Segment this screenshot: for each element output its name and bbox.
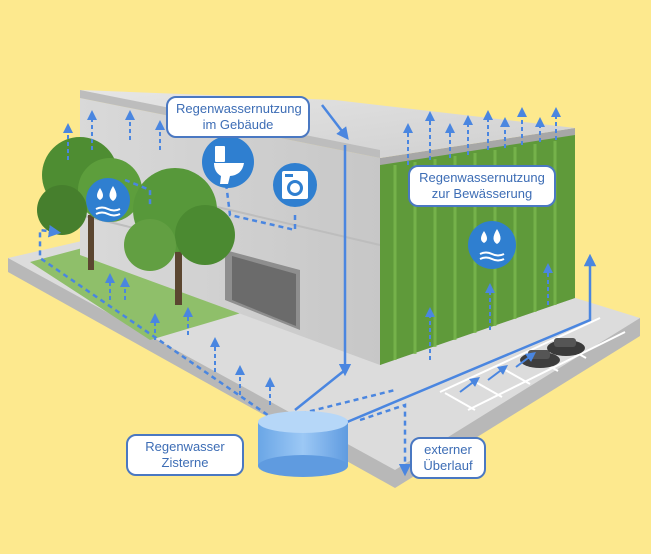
label-indoor-use: Regenwassernutzung im Gebäude [166, 96, 310, 138]
washing-machine-icon [273, 163, 317, 207]
label-irrigation-line2: zur Bewässerung [431, 186, 533, 201]
label-cistern-line1: Regenwasser [145, 439, 225, 454]
parking-infiltration-arrows [459, 352, 536, 393]
label-overflow-line2: Überlauf [423, 458, 473, 473]
cistern [258, 411, 348, 477]
car [547, 338, 585, 356]
label-irrigation-line1: Regenwassernutzung [419, 170, 545, 185]
evaporation-arrows [63, 107, 561, 405]
label-irrigation: Regenwassernutzung zur Bewässerung [408, 165, 556, 207]
toilet-icon [202, 136, 254, 188]
label-cistern-line2: Zisterne [161, 455, 209, 470]
water-drop-icon [468, 221, 516, 269]
label-overflow: externer Überlauf [410, 437, 486, 479]
label-indoor-use-line1: Regenwassernutzung [176, 101, 302, 116]
water-drop-icon [86, 178, 130, 222]
tree [124, 168, 235, 305]
label-overflow-line1: externer [424, 442, 472, 457]
label-cistern: Regenwasser Zisterne [126, 434, 244, 476]
label-indoor-use-line2: im Gebäude [202, 117, 274, 132]
